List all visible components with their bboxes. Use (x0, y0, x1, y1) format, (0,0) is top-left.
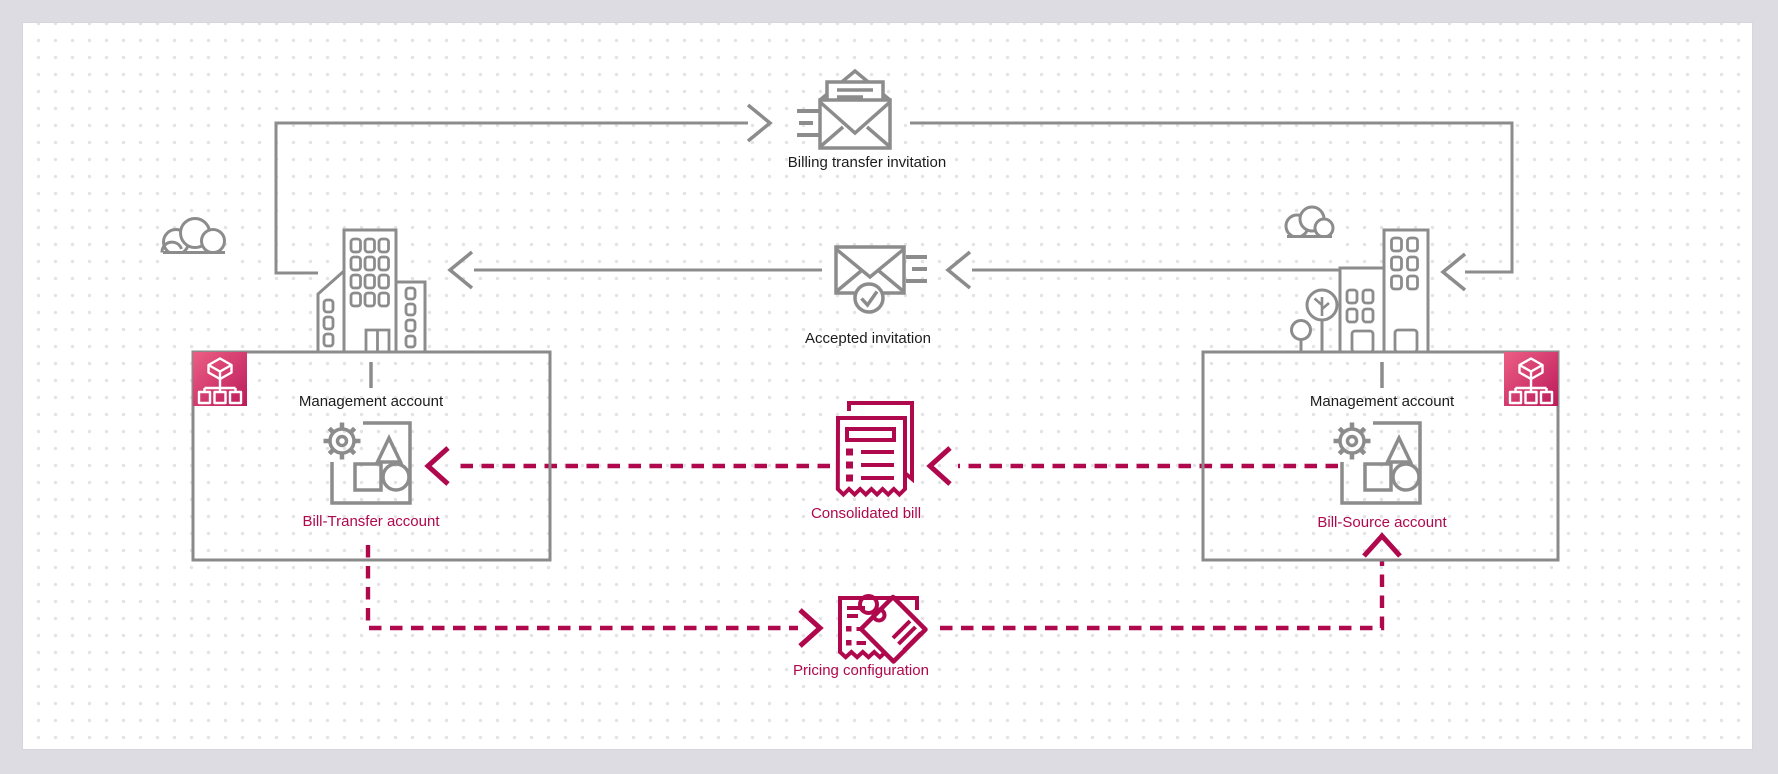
price-tag-receipt-icon (838, 594, 928, 664)
label-management-account-left: Management account (298, 393, 444, 410)
account-shapes-icon (323, 421, 412, 505)
arrowhead-left-icon (926, 446, 952, 486)
arrowhead-up-icon (1362, 532, 1402, 558)
arrowhead-right-icon (746, 103, 773, 143)
tree-icon (1290, 288, 1339, 352)
aws-organizations-icon (193, 352, 247, 406)
label-bill-transfer-account: Bill-Transfer account (302, 513, 440, 530)
consolidated-bill-flow-line (424, 446, 1338, 486)
checkmark-icon (860, 290, 879, 308)
label-management-account-right: Management account (1309, 393, 1455, 410)
label-accepted-invitation: Accepted invitation (805, 330, 931, 347)
pricing-configuration-flow-line (365, 532, 1402, 648)
arrowhead-left-icon (945, 250, 972, 290)
label-pricing-configuration: Pricing configuration (793, 662, 929, 679)
envelope-check-icon (834, 245, 927, 314)
arrowhead-left-icon (1440, 252, 1467, 292)
sent-invitation-envelope-icon (797, 68, 892, 150)
office-building-icon (1290, 228, 1430, 354)
billing-transfer-flow-line (274, 103, 1514, 292)
label-bill-source-account: Bill-Source account (1317, 514, 1447, 531)
label-consolidated-bill: Consolidated bill (810, 505, 922, 522)
accepted-invitation-flow-line (447, 250, 1343, 290)
aws-organizations-icon (1502, 350, 1560, 408)
label-billing-transfer-invitation: Billing transfer invitation (787, 154, 947, 171)
account-shapes-icon (1334, 423, 1421, 504)
arrowhead-right-icon (798, 608, 824, 648)
cloud-icon (1284, 205, 1336, 247)
office-building-icon (316, 228, 427, 354)
arrowhead-left-icon (424, 446, 450, 486)
arrowhead-left-icon (447, 250, 474, 290)
bill-receipt-icon (835, 401, 914, 498)
cloud-icon (160, 217, 227, 265)
